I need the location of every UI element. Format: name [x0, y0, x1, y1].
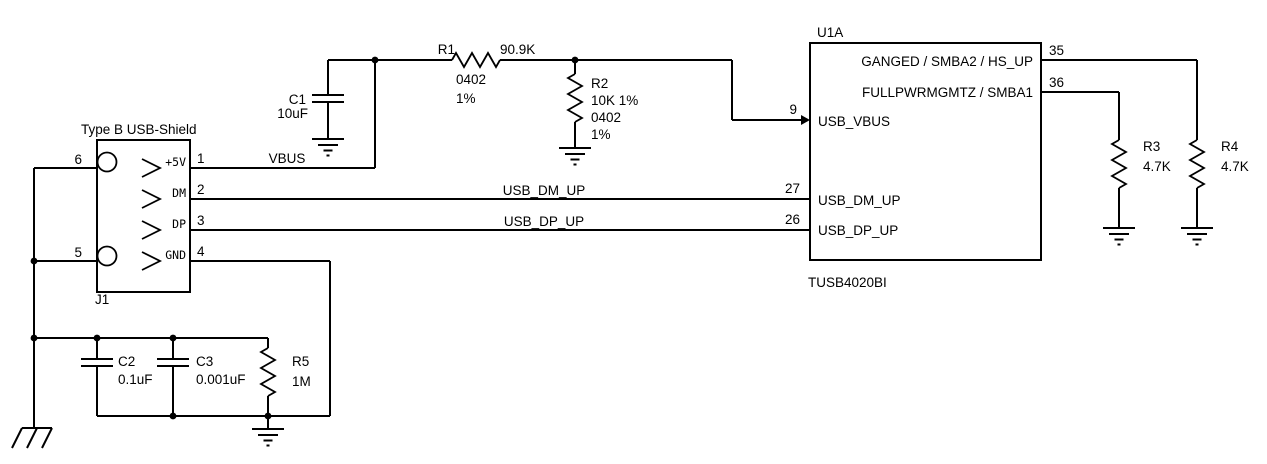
- j1-pin2-number: 2: [197, 182, 205, 197]
- earth-ground-icon-r4: [1180, 227, 1214, 246]
- net-labels: VBUS USB_DM_UP USB_DP_UP: [269, 151, 586, 229]
- c3-value: 0.001uF: [196, 372, 246, 387]
- r4-zigzag: [1188, 139, 1206, 189]
- j1-pin5-number: 5: [74, 245, 82, 260]
- resistor-r5: R5 1M: [259, 347, 311, 397]
- j1-pin4-name: GND: [165, 248, 186, 262]
- earth-ground-icon-r3: [1102, 227, 1136, 246]
- j1-type-label: Type B USB-Shield: [81, 122, 197, 137]
- r1-tolerance: 1%: [456, 91, 476, 106]
- j1-pin2-arrow-icon: [141, 189, 163, 209]
- resistor-r2: R2 10K 1% 0402 1%: [566, 73, 638, 142]
- u1a-pin-usb-dp-name: USB_DP_UP: [818, 223, 898, 238]
- ic-u1a: U1A TUSB4020BI USB_VBUS USB_DM_UP USB_DP…: [785, 25, 1064, 290]
- net-label-vbus: VBUS: [269, 151, 306, 166]
- j1-pin3-number: 3: [197, 213, 205, 228]
- u1a-pin35-number: 35: [1049, 43, 1064, 58]
- u1a-pin9-input-arrow-icon: [801, 115, 810, 125]
- r4-value: 4.7K: [1221, 159, 1249, 174]
- j1-body: [96, 139, 191, 293]
- r1-package: 0402: [456, 72, 486, 87]
- r3-value: 4.7K: [1143, 159, 1171, 174]
- u1a-pin-usb-vbus-name: USB_VBUS: [818, 114, 890, 129]
- r1-value: 90.9K: [500, 42, 535, 57]
- j1-pin1-name: +5V: [165, 155, 186, 169]
- j1-pin3-name: DP: [172, 217, 186, 231]
- c2-refdes: C2: [118, 354, 135, 369]
- j1-pin4-arrow-icon: [141, 251, 163, 271]
- chassis-ground-icon: [11, 427, 53, 449]
- wire-pin35-r4: [1041, 59, 1198, 228]
- u1a-pin-usb-dm-name: USB_DM_UP: [818, 193, 901, 208]
- j1-pin3-arrow-icon: [141, 220, 163, 240]
- u1a-refdes: U1A: [817, 25, 843, 40]
- capacitor-c1: C1 10uF: [277, 92, 344, 121]
- u1a-pin-ganged-name: GANGED / SMBA2 / HS_UP: [861, 54, 1033, 69]
- connector-j1: Type B USB-Shield J1 6 5 1 2 3 4 +5V DM …: [74, 122, 205, 307]
- r5-value: 1M: [292, 374, 311, 389]
- resistor-r4: R4 4.7K: [1188, 139, 1249, 189]
- wire-shield-rail: [33, 167, 97, 428]
- r2-tolerance: 1%: [591, 127, 611, 142]
- j1-refdes: J1: [95, 292, 109, 307]
- u1a-body: [809, 42, 1042, 261]
- r2-zigzag: [566, 73, 584, 123]
- earth-ground-icon-c1: [311, 138, 345, 157]
- r5-zigzag: [259, 347, 277, 397]
- r1-refdes: R1: [438, 42, 455, 57]
- u1a-pin26-number: 26: [785, 212, 800, 227]
- r2-package: 0402: [591, 110, 621, 125]
- earth-ground-icon-r5: [251, 428, 285, 447]
- r2-value: 10K 1%: [591, 93, 638, 108]
- j1-pin4-number: 4: [197, 244, 205, 259]
- capacitor-c2: C2 0.1uF: [81, 354, 153, 387]
- u1a-pin-fullpwr-name: FULLPWRMGMTZ / SMBA1: [862, 85, 1033, 100]
- junction-dots: [30, 56, 579, 420]
- j1-pin2-name: DM: [172, 186, 186, 200]
- r3-zigzag: [1110, 139, 1128, 189]
- r4-refdes: R4: [1221, 139, 1239, 154]
- resistor-r3: R3 4.7K: [1110, 139, 1171, 189]
- j1-pin1-number: 1: [197, 151, 205, 166]
- u1a-pin27-number: 27: [785, 181, 800, 196]
- net-label-usb-dm-up: USB_DM_UP: [503, 183, 586, 198]
- c1-refdes: C1: [289, 92, 306, 107]
- r1-zigzag: [451, 51, 501, 69]
- capacitor-c3: C3 0.001uF: [157, 354, 246, 387]
- r2-refdes: R2: [591, 76, 608, 91]
- r5-refdes: R5: [292, 354, 309, 369]
- earth-ground-icon-r2: [558, 147, 592, 166]
- wire-gnd-net: [34, 260, 331, 429]
- j1-pin6-circle: [96, 151, 118, 173]
- j1-pin1-arrow-icon: [141, 158, 163, 178]
- net-label-usb-dp-up: USB_DP_UP: [504, 214, 584, 229]
- wire-pin36-r3: [1041, 91, 1120, 228]
- wire-vbus-net: [190, 59, 801, 169]
- resistor-r1: R1 90.9K 0402 1%: [438, 42, 536, 106]
- c1-value: 10uF: [277, 106, 308, 121]
- j1-pin5-circle: [96, 245, 118, 267]
- u1a-part-number: TUSB4020BI: [808, 275, 887, 290]
- r3-refdes: R3: [1143, 139, 1160, 154]
- j1-pin6-number: 6: [74, 152, 82, 167]
- c3-refdes: C3: [196, 354, 213, 369]
- wires: [33, 59, 1198, 429]
- u1a-pin9-number: 9: [789, 102, 797, 117]
- c2-value: 0.1uF: [118, 372, 153, 387]
- u1a-pin36-number: 36: [1049, 75, 1064, 90]
